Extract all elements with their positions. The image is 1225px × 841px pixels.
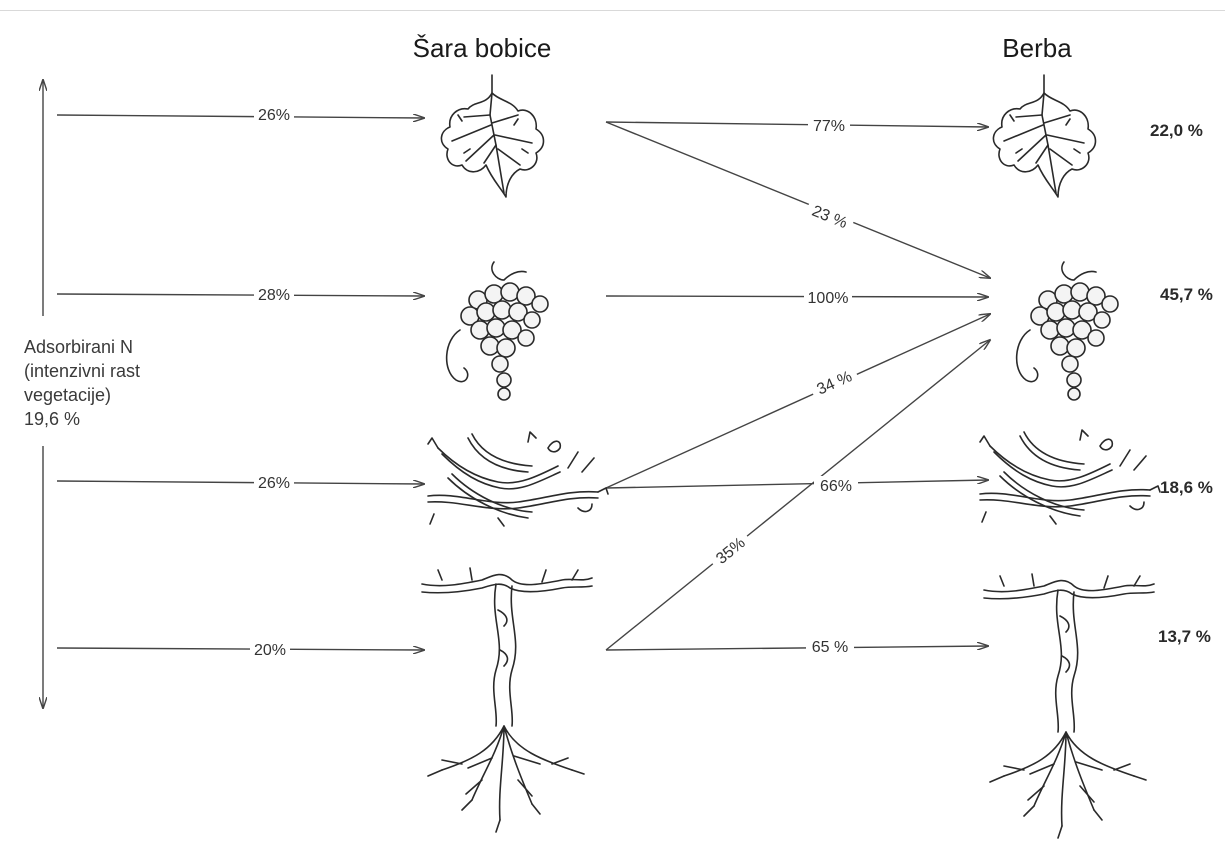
arrow-trunk-to-trunk bbox=[606, 646, 988, 650]
arrow-grapes-to-grapes bbox=[606, 296, 988, 297]
grape-cluster-icon bbox=[1017, 262, 1118, 400]
header-harvest: Berba bbox=[1002, 33, 1072, 63]
cane-shoots-icon bbox=[428, 432, 608, 526]
trunk-roots-icon bbox=[422, 568, 592, 832]
inflow-label-shoots: 26% bbox=[258, 475, 290, 492]
label-leaves-to-leaves: 77% bbox=[813, 118, 845, 135]
harvest-total-leaves: 22,0 % bbox=[1150, 121, 1203, 140]
inflow-label-leaves: 26% bbox=[258, 107, 290, 124]
grape-cluster-icon bbox=[447, 262, 548, 400]
inflow-label-grapes: 28% bbox=[258, 287, 290, 304]
label-grapes-to-grapes: 100% bbox=[808, 290, 849, 307]
label-trunk-to-trunk: 65 % bbox=[812, 639, 848, 656]
vine-leaf-icon bbox=[441, 75, 543, 197]
arrow-leaves-to-leaves bbox=[606, 122, 988, 127]
side-label-line-4: 19,6 % bbox=[24, 409, 80, 429]
header-berry-coloring: Šara bobice bbox=[413, 33, 552, 63]
vine-leaf-icon bbox=[993, 75, 1095, 197]
side-label-line-3: vegetacije) bbox=[24, 385, 111, 405]
side-label-line-2: (intenzivni rast bbox=[24, 361, 140, 381]
side-label-line-1: Adsorbirani N bbox=[24, 337, 133, 357]
harvest-total-trunk-roots: 13,7 % bbox=[1158, 627, 1211, 646]
label-shoots-to-shoots: 66% bbox=[820, 478, 852, 495]
inflow-arrow-grapes bbox=[57, 294, 424, 296]
arrow-shoots-to-shoots bbox=[606, 480, 988, 488]
inflow-arrow-leaves bbox=[57, 115, 424, 118]
cane-shoots-icon bbox=[980, 430, 1160, 524]
inflow-label-trunk: 20% bbox=[254, 642, 286, 659]
harvest-total-grapes: 45,7 % bbox=[1160, 285, 1213, 304]
arrow-trunk-to-grapes bbox=[606, 340, 990, 650]
arrow-leaves-to-grapes bbox=[606, 122, 990, 278]
trunk-roots-icon bbox=[984, 574, 1154, 838]
inflow-arrow-shoots bbox=[57, 481, 424, 484]
harvest-total-shoots: 18,6 % bbox=[1160, 478, 1213, 497]
arrow-shoots-to-grapes bbox=[606, 314, 990, 488]
inflow-arrow-trunk bbox=[57, 648, 424, 650]
